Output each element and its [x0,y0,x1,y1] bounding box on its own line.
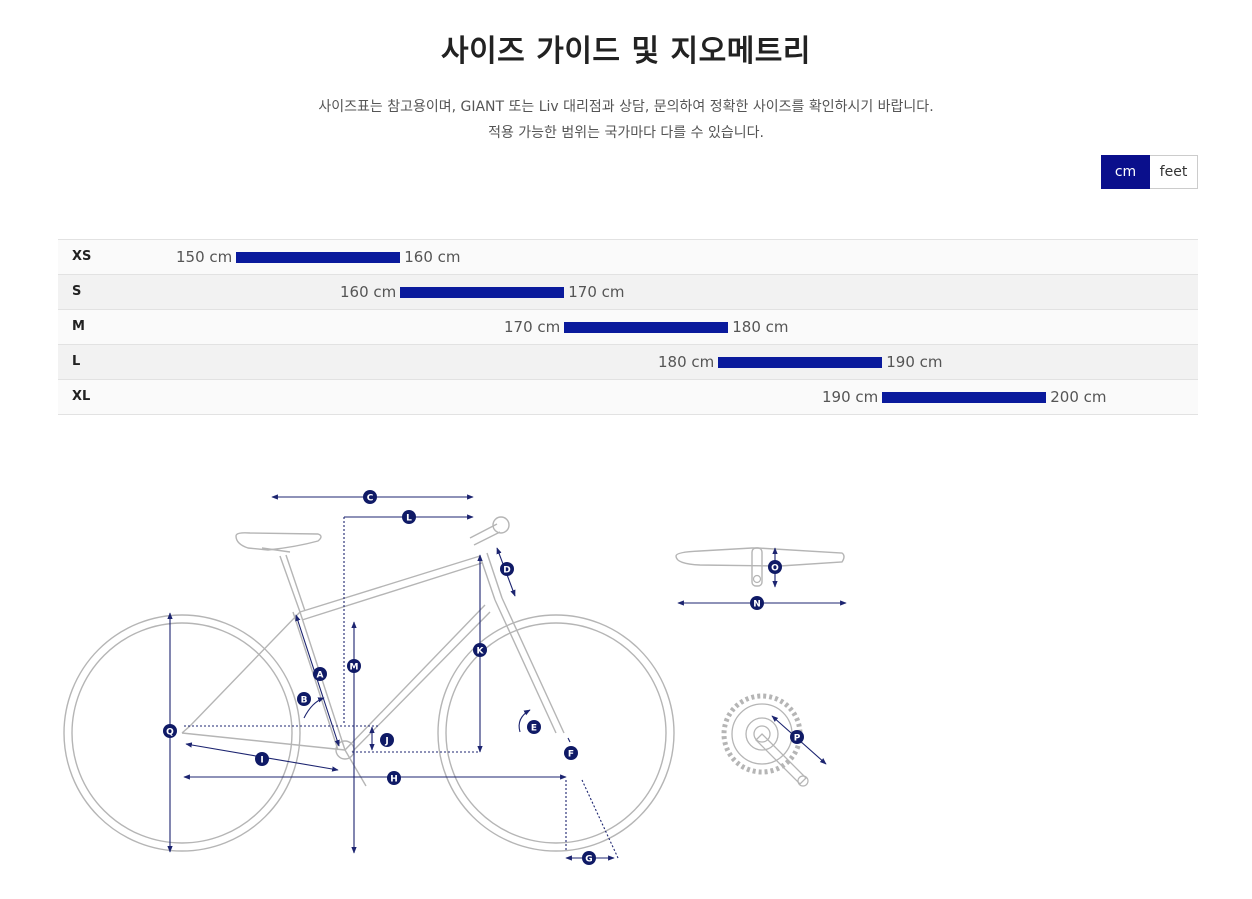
unit-cm-button[interactable]: cm [1101,155,1150,189]
handlebar-detail [675,547,847,606]
marker-k: K [473,643,487,657]
marker-m: M [347,659,361,673]
svg-text:Q: Q [166,728,174,738]
range-max: 200 cm [1050,388,1107,406]
marker-l: L [402,510,416,524]
svg-text:P: P [794,734,801,744]
bike-outline [63,516,675,852]
range-min: 160 cm [340,283,397,301]
svg-text:H: H [390,775,398,785]
svg-text:G: G [585,855,592,865]
range-min: 170 cm [504,318,561,336]
size-label: XL [72,389,91,404]
range-min: 150 cm [176,248,233,266]
marker-h: H [387,771,401,785]
handlebar-icon [675,547,845,567]
range-max: 190 cm [886,353,943,371]
marker-j: J [380,733,394,747]
range-min: 190 cm [822,388,879,406]
chainring-detail [721,693,827,787]
marker-f: F [564,746,578,760]
height-range: 190 cm 200 cm [822,380,1107,414]
marker-i: I [255,752,269,766]
front-wheel-icon [437,614,675,852]
saddle-icon [235,532,322,551]
svg-text:I: I [260,756,263,766]
range-bar [882,391,1047,403]
geometry-diagram: A B C D E F G H I J K L M N O P Q [63,490,847,865]
height-range: 160 cm 170 cm [340,275,625,309]
size-row-xl: XL 190 cm 200 cm [58,380,1198,415]
svg-text:N: N [753,600,761,610]
marker-q: Q [163,724,177,738]
svg-text:C: C [367,494,374,504]
range-bar [718,356,883,368]
svg-text:D: D [503,566,510,576]
size-label: S [72,284,82,299]
range-bar [564,321,729,333]
intro-line-2: 적용 가능한 범위는 국가마다 다를 수 있습니다. [488,125,764,141]
intro-text: 사이즈표는 참고용이며, GIANT 또는 Liv 대리점과 상담, 문의하여 … [0,94,1252,146]
marker-b: B [297,692,311,706]
marker-g: G [582,851,596,865]
svg-text:B: B [301,696,308,706]
height-range: 170 cm 180 cm [504,310,789,344]
size-row-xs: XS 150 cm 160 cm [58,240,1198,275]
size-row-l: L 180 cm 190 cm [58,345,1198,380]
intro-line-1: 사이즈표는 참고용이며, GIANT 또는 Liv 대리점과 상담, 문의하여 … [318,99,934,115]
marker-p: P [790,730,804,744]
height-range: 150 cm 160 cm [176,240,461,274]
size-row-s: S 160 cm 170 cm [58,275,1198,310]
unit-toggle: cm feet [1101,155,1198,189]
range-max: 160 cm [404,248,461,266]
range-min: 180 cm [658,353,715,371]
range-max: 170 cm [568,283,625,301]
size-label: L [72,354,81,369]
marker-o: O [768,560,782,574]
svg-text:K: K [477,647,485,657]
size-label: M [72,319,85,334]
page-title: 사이즈 가이드 및 지오메트리 [440,34,812,69]
svg-text:F: F [568,750,574,760]
svg-text:L: L [406,514,412,524]
height-range: 180 cm 190 cm [658,345,943,379]
range-bar [236,251,401,263]
size-table: XS 150 cm 160 cm S 160 cm 170 cm M 170 c… [58,239,1198,415]
svg-text:M: M [350,663,359,673]
marker-a: A [313,667,327,681]
svg-text:A: A [317,671,324,681]
svg-text:O: O [771,564,779,574]
unit-feet-button[interactable]: feet [1150,156,1197,188]
marker-d: D [500,562,514,576]
marker-e: E [527,720,541,734]
marker-c: C [363,490,377,504]
marker-n: N [750,596,764,610]
size-row-m: M 170 cm 180 cm [58,310,1198,345]
svg-text:J: J [384,737,388,747]
svg-text:E: E [531,724,537,734]
range-max: 180 cm [732,318,789,336]
size-label: XS [72,249,92,264]
geometry-markers: A B C D E F G H I J K L M N O P Q [163,490,804,865]
range-bar [400,286,565,298]
